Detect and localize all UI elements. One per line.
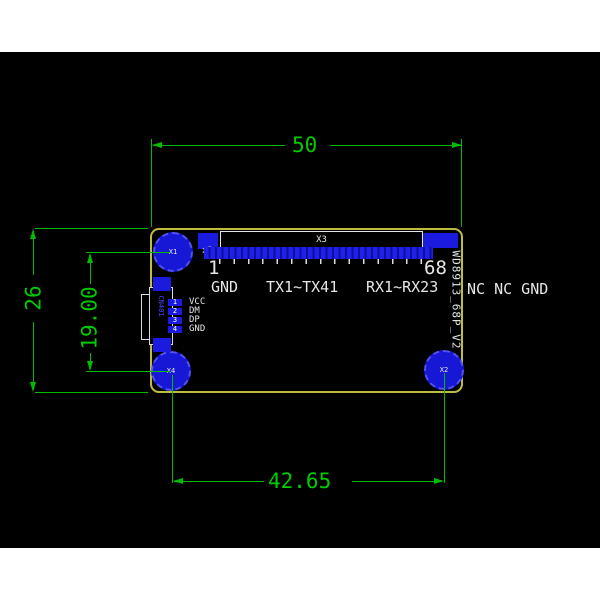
- dim-hole-v-extension-bottom: [86, 371, 170, 372]
- dim-width-line-left: [153, 145, 285, 146]
- dim-width-extension-right: [461, 139, 462, 227]
- usb-pin-4-pad: 4: [168, 326, 182, 333]
- dim-hole-v-arrow-bottom: [87, 361, 93, 371]
- dim-hole-v-value: 19.00: [77, 286, 102, 350]
- usb-pin-1-number: 1: [172, 298, 178, 306]
- pin-68-label: 68: [424, 257, 447, 279]
- usb-pin-2-number: 2: [172, 307, 178, 315]
- dim-hole-h-value: 42.65: [268, 469, 332, 493]
- signal-rx-label: RX1~RX23: [366, 278, 439, 296]
- hole-label-x4: X4: [166, 367, 176, 375]
- dim-hole-h-extension-left: [172, 375, 173, 483]
- x3-pin-strip: [204, 247, 433, 259]
- dim-height-arrow-bottom: [30, 382, 36, 392]
- dim-height-extension-bottom: [35, 392, 148, 393]
- usb-shield-pad-top: [153, 277, 171, 291]
- dim-hole-h-line-right: [352, 481, 442, 482]
- signal-gnd-label: GND: [211, 278, 239, 296]
- dim-hole-h-arrow-right: [434, 478, 444, 484]
- dim-hole-v-line-top: [90, 255, 91, 284]
- pin-1-label: 1: [208, 257, 220, 279]
- dim-hole-h-extension-right: [444, 373, 445, 483]
- x3-pin-ticks: [219, 259, 435, 264]
- nc-note-label: NC NC GND: [467, 280, 549, 298]
- usb-pin-1-name: VCC: [189, 297, 206, 307]
- usb-pin-3-pad: 3: [168, 317, 182, 324]
- usb-pin-3-number: 3: [172, 316, 178, 324]
- hole-label-x2: X2: [439, 366, 449, 374]
- dim-hole-h-arrow-left: [173, 478, 183, 484]
- x3-end-pad-left: [198, 233, 218, 249]
- x3-end-pad-right: [423, 233, 458, 248]
- dim-hole-v-arrow-top: [87, 253, 93, 263]
- dim-height-extension-top: [35, 228, 148, 229]
- usb-pin-2-name: DM: [189, 306, 200, 316]
- dim-height-line-bottom: [33, 322, 34, 390]
- dim-height-value: 26: [21, 285, 46, 311]
- usb-pin-4-number: 4: [172, 325, 178, 333]
- usb-ref-label: CN401: [157, 295, 165, 317]
- usb-pin-4-name: GND: [189, 324, 206, 334]
- x3-connector-body: X3: [220, 231, 423, 248]
- usb-pin-1-pad: 1: [168, 299, 182, 306]
- hole-label-x1: X1: [168, 248, 178, 256]
- dim-height-arrow-top: [30, 229, 36, 239]
- dim-hole-h-line-left: [174, 481, 264, 482]
- dim-width-line-right: [330, 145, 461, 146]
- dim-width-arrow-right: [452, 142, 462, 148]
- usb-pin-2-pad: 2: [168, 308, 182, 315]
- dim-hole-v-extension-top: [86, 252, 170, 253]
- dim-width-arrow-left: [152, 142, 162, 148]
- dim-height-line-top: [33, 231, 34, 275]
- part-number-label: WD8913_68P_V2: [449, 250, 463, 350]
- usb-pin-3-name: DP: [189, 315, 200, 325]
- signal-tx-label: TX1~TX41: [266, 278, 339, 296]
- usb-shield-pad-bottom: [153, 338, 171, 352]
- dim-width-extension-left: [151, 139, 152, 227]
- dim-width-value: 50: [292, 133, 318, 157]
- x3-connector-label: X3: [316, 234, 327, 245]
